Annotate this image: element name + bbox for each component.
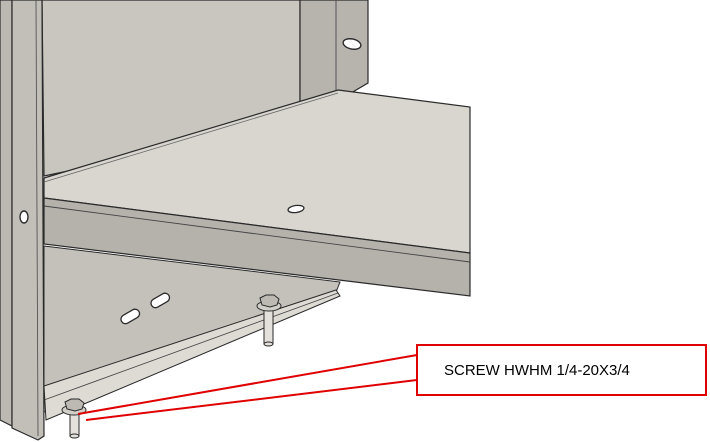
shelf-top-inner-edge [43, 92, 339, 183]
rear-screw-tip [263, 341, 274, 347]
callout-label: SCREW HWHM 1/4-20X3/4 [444, 362, 630, 379]
rear-screw-hex-head [259, 294, 280, 308]
shelf-front-lip [43, 197, 471, 297]
right-panel-slot [342, 38, 362, 50]
shelf-hole [287, 204, 305, 214]
lower-slot [150, 292, 171, 309]
rear-screw [256, 294, 282, 347]
shelf-top [43, 89, 471, 254]
lower-slots [120, 292, 171, 325]
shelf-lip-edge [43, 205, 471, 263]
left-upright-front [0, 0, 13, 427]
bottom-rail-edge [43, 292, 339, 401]
left-upright-hole [19, 210, 29, 224]
rear-screw-shank [263, 305, 274, 345]
lower-slot [120, 308, 141, 325]
callout-box [416, 344, 707, 396]
callout-leaders [77, 354, 418, 421]
front-screw-tip [69, 433, 80, 439]
callout-leader-line [85, 379, 418, 421]
callout-leader-line [77, 354, 418, 415]
left-upright-fold [35, 0, 39, 437]
front-screw [61, 398, 87, 439]
front-screw-hex-head [64, 398, 85, 412]
